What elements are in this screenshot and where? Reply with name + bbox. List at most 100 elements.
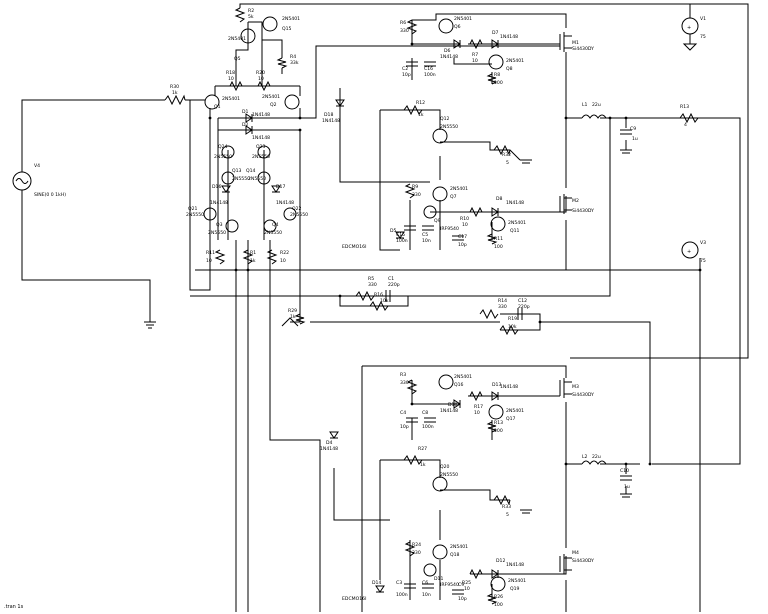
svg-text:Q22: Q22 (292, 206, 302, 212)
svg-text:Q16: Q16 (454, 382, 464, 388)
svg-text:1N4148: 1N4148 (500, 384, 518, 390)
resistor-r26: R26 100 (486, 593, 503, 608)
transistor-q22: Q22 2N5550 (283, 206, 308, 221)
svg-text:Q12: Q12 (440, 116, 450, 122)
capacitor-c9-output: C9 1u (620, 126, 638, 142)
svg-text:10n: 10n (422, 592, 431, 598)
svg-text:C8: C8 (422, 410, 428, 416)
svg-text:10p: 10p (400, 424, 409, 430)
resistor-r13-driver: R13 100 (486, 420, 503, 434)
svg-text:M1: M1 (572, 40, 579, 46)
svg-text:D4: D4 (326, 440, 333, 446)
svg-text:2N5550: 2N5550 (290, 212, 308, 218)
diode-d10: D10 1N4148 (440, 399, 461, 414)
capacitor-c6: C6 10n (422, 580, 434, 598)
svg-text:C10: C10 (620, 468, 629, 474)
svg-text:Q2: Q2 (270, 102, 277, 108)
svg-text:220p: 220p (388, 282, 400, 288)
svg-text:330: 330 (498, 304, 507, 310)
svg-text:Q14: Q14 (246, 168, 256, 174)
svg-text:R22: R22 (280, 250, 289, 256)
svg-text:Q5: Q5 (234, 56, 241, 62)
svg-text:R32: R32 (502, 152, 511, 158)
svg-text:2N5401: 2N5401 (228, 36, 246, 42)
svg-text:Q1: Q1 (214, 104, 221, 110)
transistor-q21: Q21 2N5550 (186, 206, 217, 221)
svg-text:1k: 1k (420, 462, 426, 468)
resistor-r3: R3 330 (400, 372, 418, 395)
resistor-r20: R20 10 (256, 70, 271, 92)
svg-text:C3: C3 (396, 580, 402, 586)
resistor-r25: R25 10 (462, 568, 483, 592)
svg-text:R5: R5 (368, 276, 374, 282)
transistor-q13: Q13 2N5550 (221, 168, 250, 185)
capacitor-c16: C16 100n (424, 61, 436, 78)
svg-text:R7: R7 (472, 52, 478, 58)
svg-text:R3: R3 (400, 372, 406, 378)
svg-text:10k: 10k (380, 298, 389, 304)
transistor-q11: 2N5401 Q11 (490, 216, 526, 234)
transistor-q20: Q20 2N5550 (432, 464, 458, 492)
svg-text:R14: R14 (498, 298, 507, 304)
svg-text:C12: C12 (518, 298, 527, 304)
svg-text:D16: D16 (212, 184, 221, 190)
svg-text:1k: 1k (290, 314, 296, 320)
diode-d16: D16 1N4148 (210, 184, 231, 206)
svg-text:1u: 1u (624, 484, 630, 490)
svg-text:Q23: Q23 (256, 144, 266, 150)
svg-text:1N4148: 1N4148 (322, 118, 340, 124)
svg-text:22u: 22u (592, 454, 601, 460)
svg-text:V1: V1 (700, 16, 706, 22)
capacitor-c8: C8 100n (422, 410, 436, 430)
svg-text:Si4430DY: Si4430DY (572, 392, 594, 398)
capacitor-c15: C15 100n (396, 225, 416, 244)
svg-text:2N5550: 2N5550 (440, 472, 458, 478)
voltage-source-v3: + V3 75 (681, 240, 706, 264)
transistor-q23: Q23 2N5550 (252, 144, 271, 160)
svg-text:2N5401: 2N5401 (282, 16, 300, 22)
svg-text:L2: L2 (582, 454, 588, 460)
svg-text:2N5550: 2N5550 (440, 124, 458, 130)
svg-text:R9: R9 (412, 184, 418, 190)
svg-text:R8: R8 (494, 72, 500, 78)
svg-text:1k: 1k (250, 258, 256, 264)
svg-text:10p: 10p (458, 596, 467, 602)
svg-text:R19: R19 (508, 316, 517, 322)
svg-text:10: 10 (464, 586, 470, 592)
svg-text:C5: C5 (422, 232, 428, 238)
svg-text:10: 10 (206, 258, 212, 264)
svg-text:10: 10 (472, 58, 478, 64)
svg-text:1N4148: 1N4148 (506, 562, 524, 568)
transistor-q18: 2N5401 Q18 (432, 544, 468, 560)
resistor-r19: R19 10k (499, 316, 519, 336)
diode-d14: D14 EDCMO16I (342, 580, 385, 602)
diode-d1: D1 1N4148 (242, 109, 270, 123)
resistor-r2: R2 5k (234, 7, 254, 23)
svg-text:R10: R10 (460, 216, 469, 222)
mosfet-m3: M3 Si4430DY (559, 378, 594, 398)
svg-text:V3: V3 (700, 240, 706, 246)
diode-d7: D7 1N4148 (491, 30, 518, 49)
svg-text:C1: C1 (388, 276, 394, 282)
resistor-r14: R14 330 (479, 298, 507, 320)
svg-text:R18: R18 (226, 70, 235, 76)
svg-text:Q21: Q21 (188, 206, 198, 212)
svg-text:Q6: Q6 (454, 24, 461, 30)
capacitor-c3: C3 100n (396, 580, 416, 598)
svg-text:100n: 100n (424, 72, 436, 78)
resistor-r24: R24 330 (404, 541, 421, 557)
mosfet-m1: M1 Si4430DY (559, 32, 594, 52)
svg-text:2N5401: 2N5401 (450, 186, 468, 192)
svg-text:1N4148: 1N4148 (252, 112, 270, 118)
svg-text:R25: R25 (462, 580, 471, 586)
svg-text:2N5550: 2N5550 (232, 176, 250, 182)
svg-text:C17: C17 (458, 234, 467, 240)
svg-text:10: 10 (474, 410, 480, 416)
svg-text:Q15: Q15 (282, 26, 292, 32)
svg-text:M3: M3 (572, 384, 579, 390)
svg-text:2N5401: 2N5401 (454, 374, 472, 380)
resistor-r12: R12 1k (403, 100, 425, 118)
svg-text:R24: R24 (412, 542, 421, 548)
svg-text:2N5401: 2N5401 (506, 58, 524, 64)
svg-text:R17: R17 (474, 404, 483, 410)
